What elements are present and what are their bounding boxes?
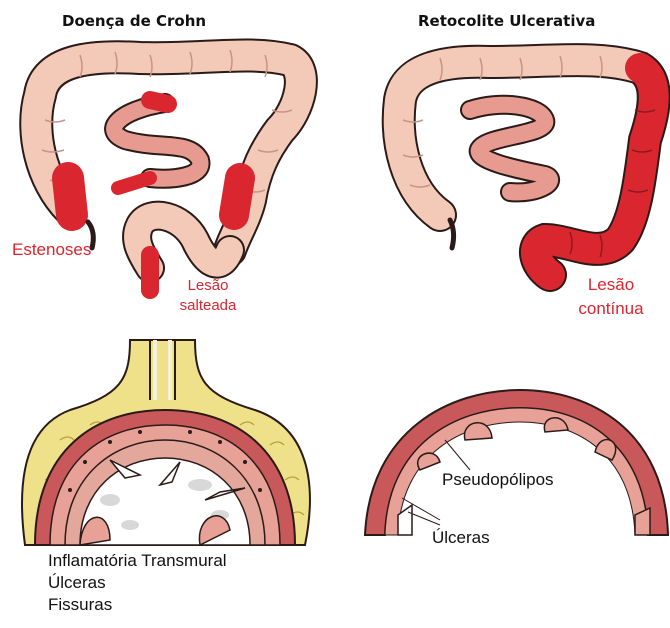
label-skip-lesion: Lesão salteada xyxy=(174,276,242,316)
label-continuous-lesion: Lesão contínua xyxy=(556,273,666,321)
label-skip-lesion-line2: salteada xyxy=(174,296,242,316)
label-continuous-lesion-line2: contínua xyxy=(556,297,666,321)
uc-title: Retocolite Ulcerativa xyxy=(418,12,595,30)
uc-colon-illustration xyxy=(399,56,655,275)
crohn-feature-item: Úlceras xyxy=(48,572,227,594)
crohn-feature-item: Fissuras xyxy=(48,594,227,616)
crohn-title: Doença de Crohn xyxy=(62,12,206,30)
uc-wall-cross-section xyxy=(365,390,668,535)
crohn-wall-cross-section xyxy=(22,340,310,545)
crohn-features-list: Inflamatória Transmural Úlceras Fissuras xyxy=(48,550,227,616)
label-continuous-lesion-line1: Lesão xyxy=(556,273,666,297)
crohn-feature-item: Inflamatória Transmural xyxy=(48,550,227,572)
label-skip-lesion-line1: Lesão xyxy=(174,276,242,296)
label-ulcers: Úlceras xyxy=(432,528,490,548)
label-stenosis: Estenoses xyxy=(12,240,91,260)
label-pseudopolyps: Pseudopólipos xyxy=(442,470,554,490)
